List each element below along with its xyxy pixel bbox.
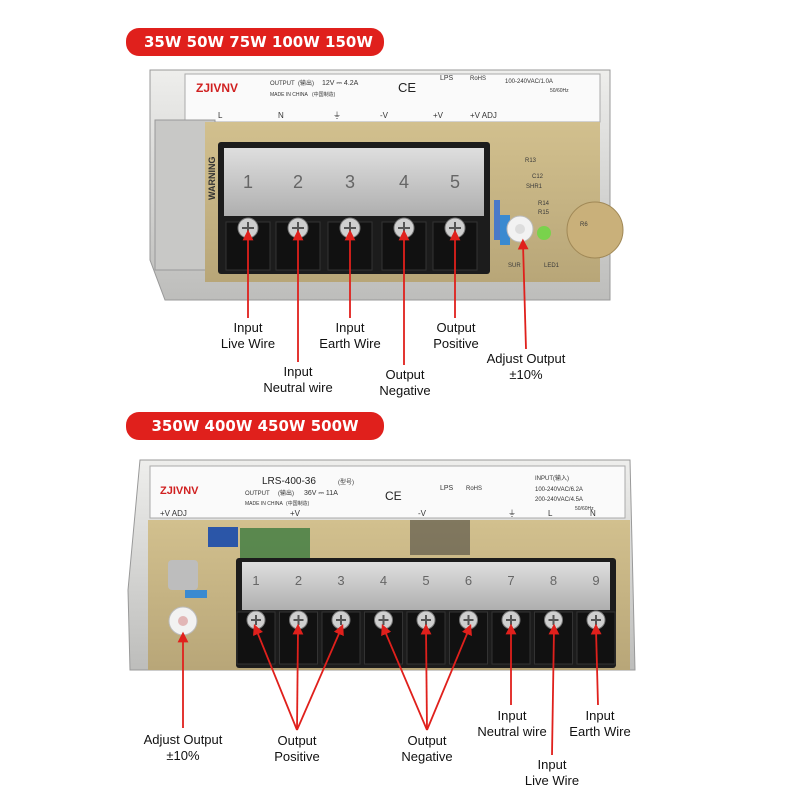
top-power-supply: 1 2 3 4 5 xyxy=(149,69,624,301)
bottom-terminal-4: 4 xyxy=(364,573,403,665)
bottom-arrow-live xyxy=(548,623,560,756)
bottom-terminal-number: 7 xyxy=(507,573,514,588)
power-rating-badge-bottom: 350W 400W 450W 500W xyxy=(126,412,384,440)
top-brand-logo: ZJIVNV xyxy=(196,81,238,95)
bottom-output-cn: (输出) xyxy=(278,489,294,497)
top-terminal-number: 3 xyxy=(345,172,355,192)
bottom-rohs-mark: RoHS xyxy=(466,486,482,492)
bottom-terminal-marking: ⏚ xyxy=(508,509,516,518)
bottom-callout-adjust-output: Adjust Output±10% xyxy=(143,732,223,763)
top-terminal-marking: ⏚ xyxy=(333,111,341,120)
bottom-arrow-positive-3 xyxy=(296,624,344,731)
bottom-terminal-marking: +V ADJ xyxy=(160,509,187,518)
bottom-terminal-marking: N xyxy=(590,509,596,518)
bottom-model-cn: (型号) xyxy=(338,478,354,486)
top-made-in-cn: (中国制造) xyxy=(312,91,336,98)
bottom-arrow-negative-2 xyxy=(420,623,432,731)
top-input-spec: 100-240VAC/1.0A xyxy=(505,79,553,85)
top-terminal-number: 1 xyxy=(243,172,253,192)
bottom-lps-mark: LPS xyxy=(440,485,454,492)
bottom-output-value: 36V ⎓ 11A xyxy=(304,490,338,497)
bottom-terminal-number: 5 xyxy=(422,573,429,588)
top-callout-adjust-output: Adjust Output±10% xyxy=(486,351,566,382)
bottom-terminal-6: 6 xyxy=(449,573,488,665)
bottom-terminal-cover xyxy=(242,562,610,610)
top-terminal-number: 4 xyxy=(399,172,409,192)
top-board-marking: C12 xyxy=(532,174,544,180)
top-terminal-marking: L xyxy=(218,111,223,120)
bottom-terminal-number: 1 xyxy=(252,573,259,588)
bottom-made-in: MADE IN CHINA xyxy=(245,501,283,507)
top-terminal-cover xyxy=(224,148,484,216)
bottom-output-label: OUTPUT xyxy=(245,491,270,497)
top-output-label: OUTPUT xyxy=(270,81,295,87)
bottom-arrow-earth xyxy=(590,623,602,706)
bottom-input-label: INPUT(输入) xyxy=(535,474,569,482)
top-terminal-marking: +V xyxy=(433,111,444,120)
bottom-terminal-marking: -V xyxy=(418,509,427,518)
bottom-input-spec2: 200-240VAC/4.5A xyxy=(535,497,583,503)
bottom-arrow-positive-1 xyxy=(253,623,298,731)
top-terminal-marking: -V xyxy=(380,111,389,120)
top-board-marking: R6 xyxy=(580,222,588,228)
top-board-marking: SHR1 xyxy=(526,184,543,190)
top-terminal-marking: N xyxy=(278,111,284,120)
bottom-terminal-marking: +V xyxy=(290,509,301,518)
bottom-terminal-number: 9 xyxy=(592,573,599,588)
bottom-brand-logo: ZJIVNV xyxy=(160,485,199,497)
top-terminal-number: 2 xyxy=(293,172,303,192)
bottom-input-freq: 50/60Hz xyxy=(575,506,594,512)
top-terminal-number: 5 xyxy=(450,172,460,192)
bottom-input-spec1: 100-240VAC/6.2A xyxy=(535,487,583,493)
top-made-in: MADE IN CHINA xyxy=(270,92,308,98)
top-board-marking: R14 xyxy=(538,201,550,207)
bottom-terminal-number: 8 xyxy=(550,573,557,588)
bottom-ce-mark: CE xyxy=(385,489,402,503)
top-board-marking: R15 xyxy=(538,210,550,216)
bottom-arrow-positive-2 xyxy=(292,623,304,731)
top-output-value: 12V ⎓ 4.2A xyxy=(322,80,359,87)
top-output-cn: (输出) xyxy=(298,79,314,87)
top-spec-label xyxy=(184,73,601,123)
top-input-freq: 50/60Hz xyxy=(550,88,569,94)
bottom-arrow-negative-3 xyxy=(426,624,472,731)
top-rohs-mark: RoHS xyxy=(470,76,486,82)
bottom-terminal-number: 6 xyxy=(465,573,472,588)
bottom-arrow-negative-1 xyxy=(381,624,428,731)
top-lps-mark: LPS xyxy=(440,75,454,82)
top-board-marking: LED1 xyxy=(544,263,560,269)
top-warning-text: WARNING xyxy=(207,157,217,201)
bottom-terminal-1: 1 xyxy=(236,573,276,665)
bottom-terminal-number: 4 xyxy=(380,573,387,588)
bottom-made-in-cn: (中国制造) xyxy=(286,500,310,507)
top-terminal-marking: +V ADJ xyxy=(470,111,497,120)
bottom-terminal-marking: L xyxy=(548,509,553,518)
top-board-marking: R13 xyxy=(525,158,537,164)
top-board-marking: SUR xyxy=(508,263,521,269)
bottom-terminal-number: 2 xyxy=(295,573,302,588)
top-arrow-adjust xyxy=(517,238,529,350)
power-rating-badge-top: 35W 50W 75W 100W 150W xyxy=(126,28,384,56)
bottom-spec-label xyxy=(149,465,626,519)
bottom-terminal-number: 3 xyxy=(337,573,344,588)
bottom-model: LRS-400-36 xyxy=(262,476,316,487)
top-ce-mark: CE xyxy=(398,80,416,95)
